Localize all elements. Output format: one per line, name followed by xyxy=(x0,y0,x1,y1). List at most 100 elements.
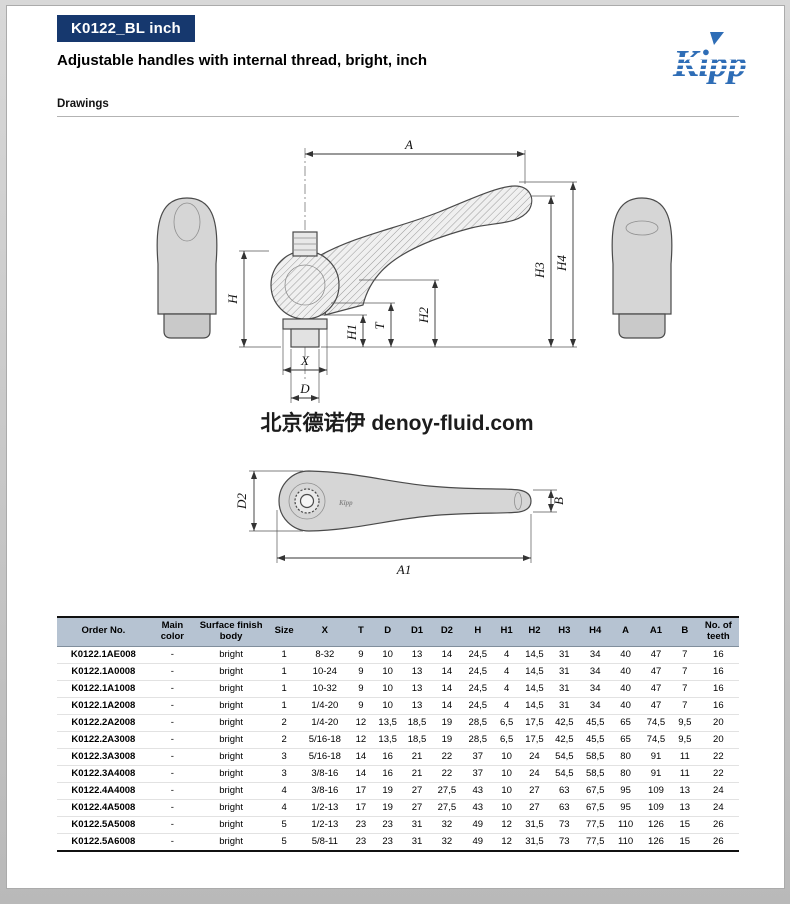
spec-cell: - xyxy=(149,680,196,698)
spec-cell: 95 xyxy=(611,799,641,817)
spec-cell: 5/16-18 xyxy=(301,731,349,749)
spec-cell: - xyxy=(149,833,196,852)
spec-cell: 49 xyxy=(461,833,494,852)
spec-cell: 31 xyxy=(549,646,580,664)
spec-cell: 10-24 xyxy=(301,663,349,681)
spec-cell: bright xyxy=(195,680,268,698)
spec-cell: 8-32 xyxy=(301,646,349,664)
kipp-logo-flag-icon xyxy=(710,32,724,45)
spec-cell: 34 xyxy=(579,663,612,681)
spec-cell: 17 xyxy=(348,782,374,800)
spec-cell: 34 xyxy=(579,697,612,715)
spec-cell: 3 xyxy=(267,765,302,783)
spec-cell: 5/8-11 xyxy=(301,833,349,852)
spec-cell: 31 xyxy=(549,697,580,715)
spec-cell: 31,5 xyxy=(519,816,550,834)
spec-cell: 9,5 xyxy=(671,731,698,749)
spec-cell: 21 xyxy=(402,748,432,766)
spec-cell: 95 xyxy=(611,782,641,800)
spec-cell: 16 xyxy=(697,663,739,681)
spec-cell: - xyxy=(149,748,196,766)
spec-cell: 1/4-20 xyxy=(301,697,349,715)
spec-cell: 3/8-16 xyxy=(301,782,349,800)
spec-cell: 10-32 xyxy=(301,680,349,698)
spec-cell: 16 xyxy=(697,697,739,715)
spec-cell: 10 xyxy=(493,782,520,800)
spec-cell: bright xyxy=(195,816,268,834)
dim-label-A: A xyxy=(404,137,413,152)
spec-cell: 12 xyxy=(348,731,374,749)
spec-cell: bright xyxy=(195,714,268,732)
spec-cell: 4 xyxy=(493,680,520,698)
spec-cell: 13 xyxy=(402,697,432,715)
spec-cell: bright xyxy=(195,663,268,681)
spec-cell: 3/8-16 xyxy=(301,765,349,783)
spec-cell: 5 xyxy=(267,816,302,834)
spec-cell: 9 xyxy=(348,663,374,681)
spec-cell: 45,5 xyxy=(579,714,612,732)
spec-cell: 47 xyxy=(640,697,672,715)
spec-cell: 54,5 xyxy=(549,765,580,783)
kipp-logo-graphic: Kipp xyxy=(672,32,758,85)
kipp-logo: Kipp xyxy=(672,30,758,92)
side-view-left xyxy=(156,197,218,339)
spec-cell: 27 xyxy=(402,782,432,800)
spec-cell: 17,5 xyxy=(519,731,550,749)
spec-cell: 14,5 xyxy=(519,646,550,664)
spec-cell: 58,5 xyxy=(579,765,612,783)
column-header: A xyxy=(611,617,641,647)
spec-cell: 77,5 xyxy=(579,816,612,834)
column-header: H4 xyxy=(579,617,612,647)
spec-cell: 10 xyxy=(373,697,403,715)
spec-cell: 13,5 xyxy=(373,714,403,732)
spec-cell: 24 xyxy=(697,799,739,817)
spec-cell: bright xyxy=(195,697,268,715)
spec-cell: 24,5 xyxy=(461,697,494,715)
spec-cell: 13 xyxy=(671,799,698,817)
spec-cell: 31 xyxy=(549,680,580,698)
spec-cell: 22 xyxy=(697,748,739,766)
spec-cell: 7 xyxy=(671,680,698,698)
engraved-logo: Kipp xyxy=(338,499,353,507)
spec-cell: 6,5 xyxy=(493,731,520,749)
dim-label-B: B xyxy=(551,497,566,505)
catalog-page: K0122_BL inch Adjustable handles with in… xyxy=(6,5,785,889)
spec-cell: 14 xyxy=(431,697,462,715)
spec-cell: 110 xyxy=(611,816,641,834)
spec-cell: 126 xyxy=(640,816,672,834)
spec-cell: 17 xyxy=(348,799,374,817)
side-view-right xyxy=(611,197,673,339)
spec-cell: 47 xyxy=(640,663,672,681)
column-header: H3 xyxy=(549,617,580,647)
spec-cell: 12 xyxy=(493,816,520,834)
spec-cell: 31 xyxy=(549,663,580,681)
spec-cell: 14 xyxy=(348,748,374,766)
order-no-cell: K0122.1A1008 xyxy=(57,680,150,698)
spec-cell: 13 xyxy=(402,646,432,664)
spec-cell: 49 xyxy=(461,816,494,834)
spec-cell: 110 xyxy=(611,833,641,852)
spec-cell: 74,5 xyxy=(640,714,672,732)
spec-cell: - xyxy=(149,816,196,834)
spec-cell: 45,5 xyxy=(579,731,612,749)
spec-cell: 21 xyxy=(402,765,432,783)
spec-cell: 14 xyxy=(431,680,462,698)
page-title: Adjustable handles with internal thread,… xyxy=(57,52,428,69)
spec-cell: 24,5 xyxy=(461,680,494,698)
spec-cell: 4 xyxy=(267,799,302,817)
spec-cell: 31 xyxy=(402,816,432,834)
dim-label-D: D xyxy=(299,381,310,396)
spec-cell: 10 xyxy=(493,748,520,766)
spec-cell: 10 xyxy=(493,799,520,817)
spec-cell: 40 xyxy=(611,697,641,715)
product-code-badge: K0122_BL inch xyxy=(57,15,195,42)
dim-label-H1: H1 xyxy=(344,324,359,341)
spec-cell: 63 xyxy=(549,799,580,817)
spec-cell: 28,5 xyxy=(461,714,494,732)
